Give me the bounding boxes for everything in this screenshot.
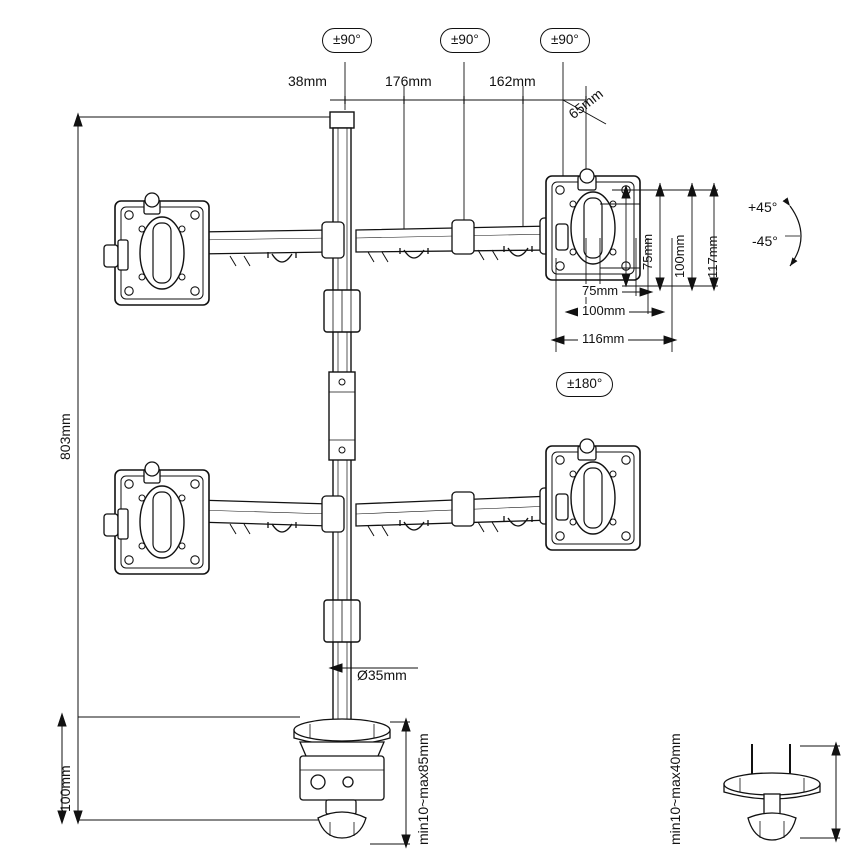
dim-38mm-label: 38mm [288, 73, 327, 89]
lower-arm-assembly [185, 487, 563, 537]
tilt-down-45-label: -45° [752, 233, 778, 249]
height-dimension-100 [57, 712, 67, 825]
lower-left-tilt-head [103, 461, 161, 540]
vesa-75-horizontal-label: 75mm [578, 284, 623, 297]
upper-left-tilt-head [103, 192, 161, 271]
height-dimension-803 [73, 112, 330, 825]
pole-collar-upper [323, 289, 361, 333]
pole-collar-lower [323, 599, 361, 643]
dim-clamp-range-label: min10~max85mm [415, 733, 431, 845]
clamp-range-dimension [370, 717, 411, 849]
vesa-116-horizontal-label: 116mm [578, 332, 629, 345]
vesa-plate-lower-left [114, 469, 210, 575]
dim-176mm-label: 176mm [385, 73, 432, 89]
lower-right-tilt-head [555, 438, 597, 521]
vesa-75-vertical-label: 75mm [640, 233, 655, 270]
pole-diameter-leader [328, 663, 418, 673]
vesa-100-horizontal-label: 100mm [578, 304, 630, 317]
dim-100mm-label: 100mm [57, 765, 73, 812]
vesa-100-vertical-label: 100mm [672, 234, 687, 278]
grommet-mount-detail [723, 744, 821, 841]
dim-803mm-label: 803mm [57, 413, 73, 460]
vesa-117-vertical-label: 117mm [705, 235, 720, 278]
upper-arm-assembly [185, 217, 563, 267]
top-dimension-extension-lines [344, 62, 587, 236]
desk-clamp-left [293, 718, 391, 839]
top-dimension-chain [330, 96, 607, 125]
grommet-range-dimension [800, 741, 841, 843]
dim-162mm-label: 162mm [489, 73, 536, 89]
pill-rotation-mid: ±90° [440, 28, 490, 53]
vesa-dimension-lines [550, 182, 719, 352]
pill-rotation-right: ±90° [540, 28, 590, 53]
pill-rotation-left: ±90° [322, 28, 372, 53]
tilt-up-45-label: +45° [748, 199, 778, 215]
dim-grommet-range-label: min10~max40mm [667, 733, 683, 845]
upper-right-tilt-head [555, 168, 597, 251]
vesa-plate-upper-left [114, 200, 210, 306]
dim-diameter-35mm-label: Ø35mm [357, 667, 407, 683]
pill-swivel-180: ±180° [556, 372, 614, 397]
tilt-arc [782, 197, 802, 267]
